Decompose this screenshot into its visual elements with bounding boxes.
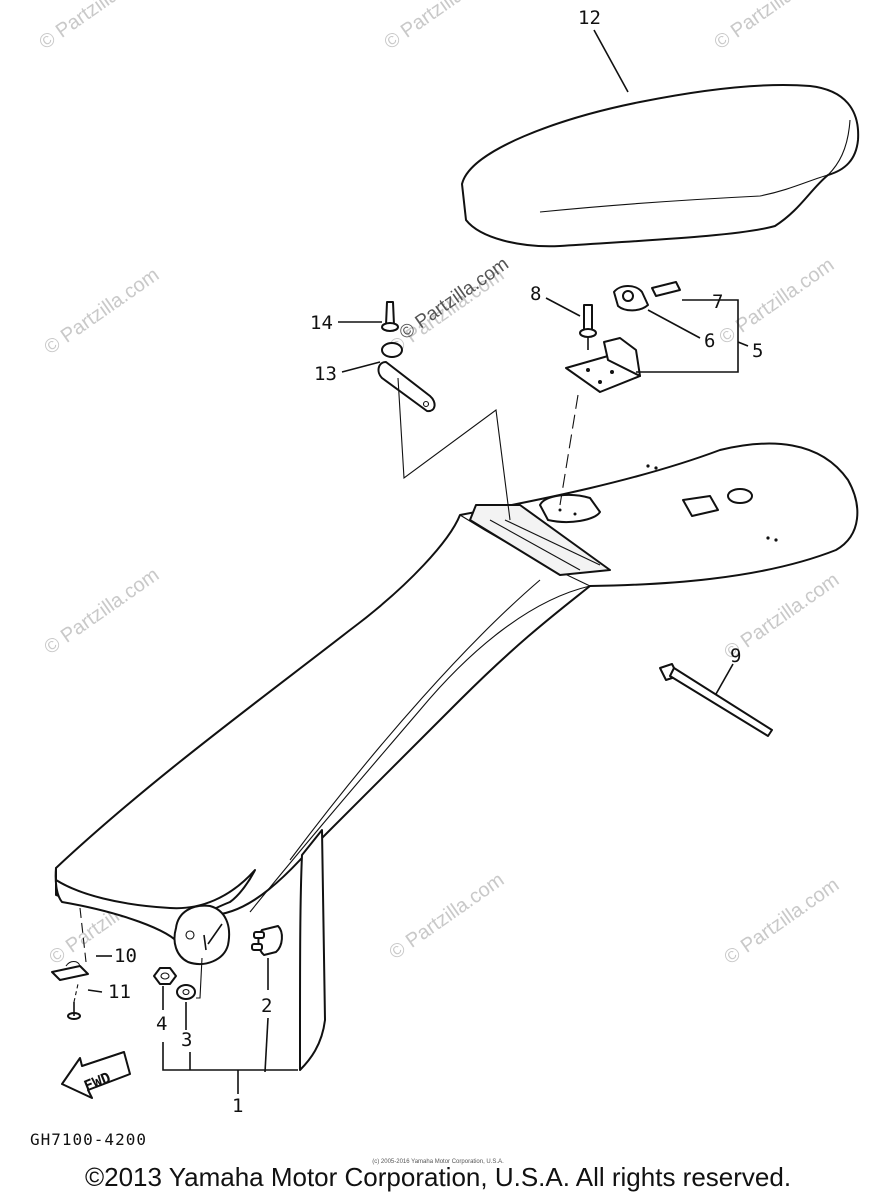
watermark: © Partzilla.com (710, 0, 833, 54)
callout-3: 3 (181, 1029, 192, 1051)
rivet-8 (579, 304, 597, 350)
screw (67, 1002, 81, 1020)
callout-4: 4 (156, 1013, 167, 1035)
callout-13: 13 (314, 363, 337, 385)
cable-tie (659, 663, 773, 737)
watermark: © Partzilla.com (385, 869, 508, 964)
callout-8: 8 (530, 283, 541, 305)
clip (51, 960, 89, 981)
seat-cushion (461, 83, 860, 248)
watermark: © Partzilla.com (720, 874, 843, 969)
watermark: © Partzilla.com (396, 253, 513, 344)
callout-14: 14 (310, 312, 333, 334)
callout-12: 12 (578, 7, 601, 29)
callout-1: 1 (232, 1095, 243, 1117)
hinge-block (613, 285, 649, 312)
small-copyright: (c) 2005-2016 Yamaha Motor Corporation, … (372, 1159, 504, 1165)
watermark: © Partzilla.com (40, 564, 163, 659)
watermark: © Partzilla.com (40, 264, 163, 359)
washer (176, 984, 196, 1000)
rivet-14 (381, 301, 399, 332)
drawing-code: GH7100-4200 (30, 1130, 147, 1149)
front-bracket (251, 925, 283, 956)
copyright-notice: ©2013 Yamaha Motor Corporation, U.S.A. A… (84, 1162, 792, 1192)
callout-10: 10 (114, 945, 137, 967)
watermark: © Partzilla.com (715, 254, 838, 349)
watermark: © Partzilla.com (380, 0, 503, 54)
watermark: © Partzilla.com (35, 0, 158, 54)
callout-5: 5 (752, 340, 763, 362)
callout-11: 11 (108, 981, 131, 1003)
callout-6: 6 (704, 330, 715, 352)
callout-2: 2 (261, 995, 272, 1017)
hinge-pin (651, 281, 681, 297)
fwd-arrow: FWD (61, 1051, 131, 1099)
leader-lines (73, 29, 749, 1094)
callouts: 12 14 13 8 7 6 5 9 10 11 2 4 3 1 (108, 7, 763, 1117)
hinge-bracket (565, 337, 641, 393)
seat-base (54, 442, 859, 1071)
latch-rod (377, 342, 436, 413)
callout-9: 9 (730, 645, 741, 667)
callout-7: 7 (712, 291, 723, 313)
nut (153, 967, 177, 985)
